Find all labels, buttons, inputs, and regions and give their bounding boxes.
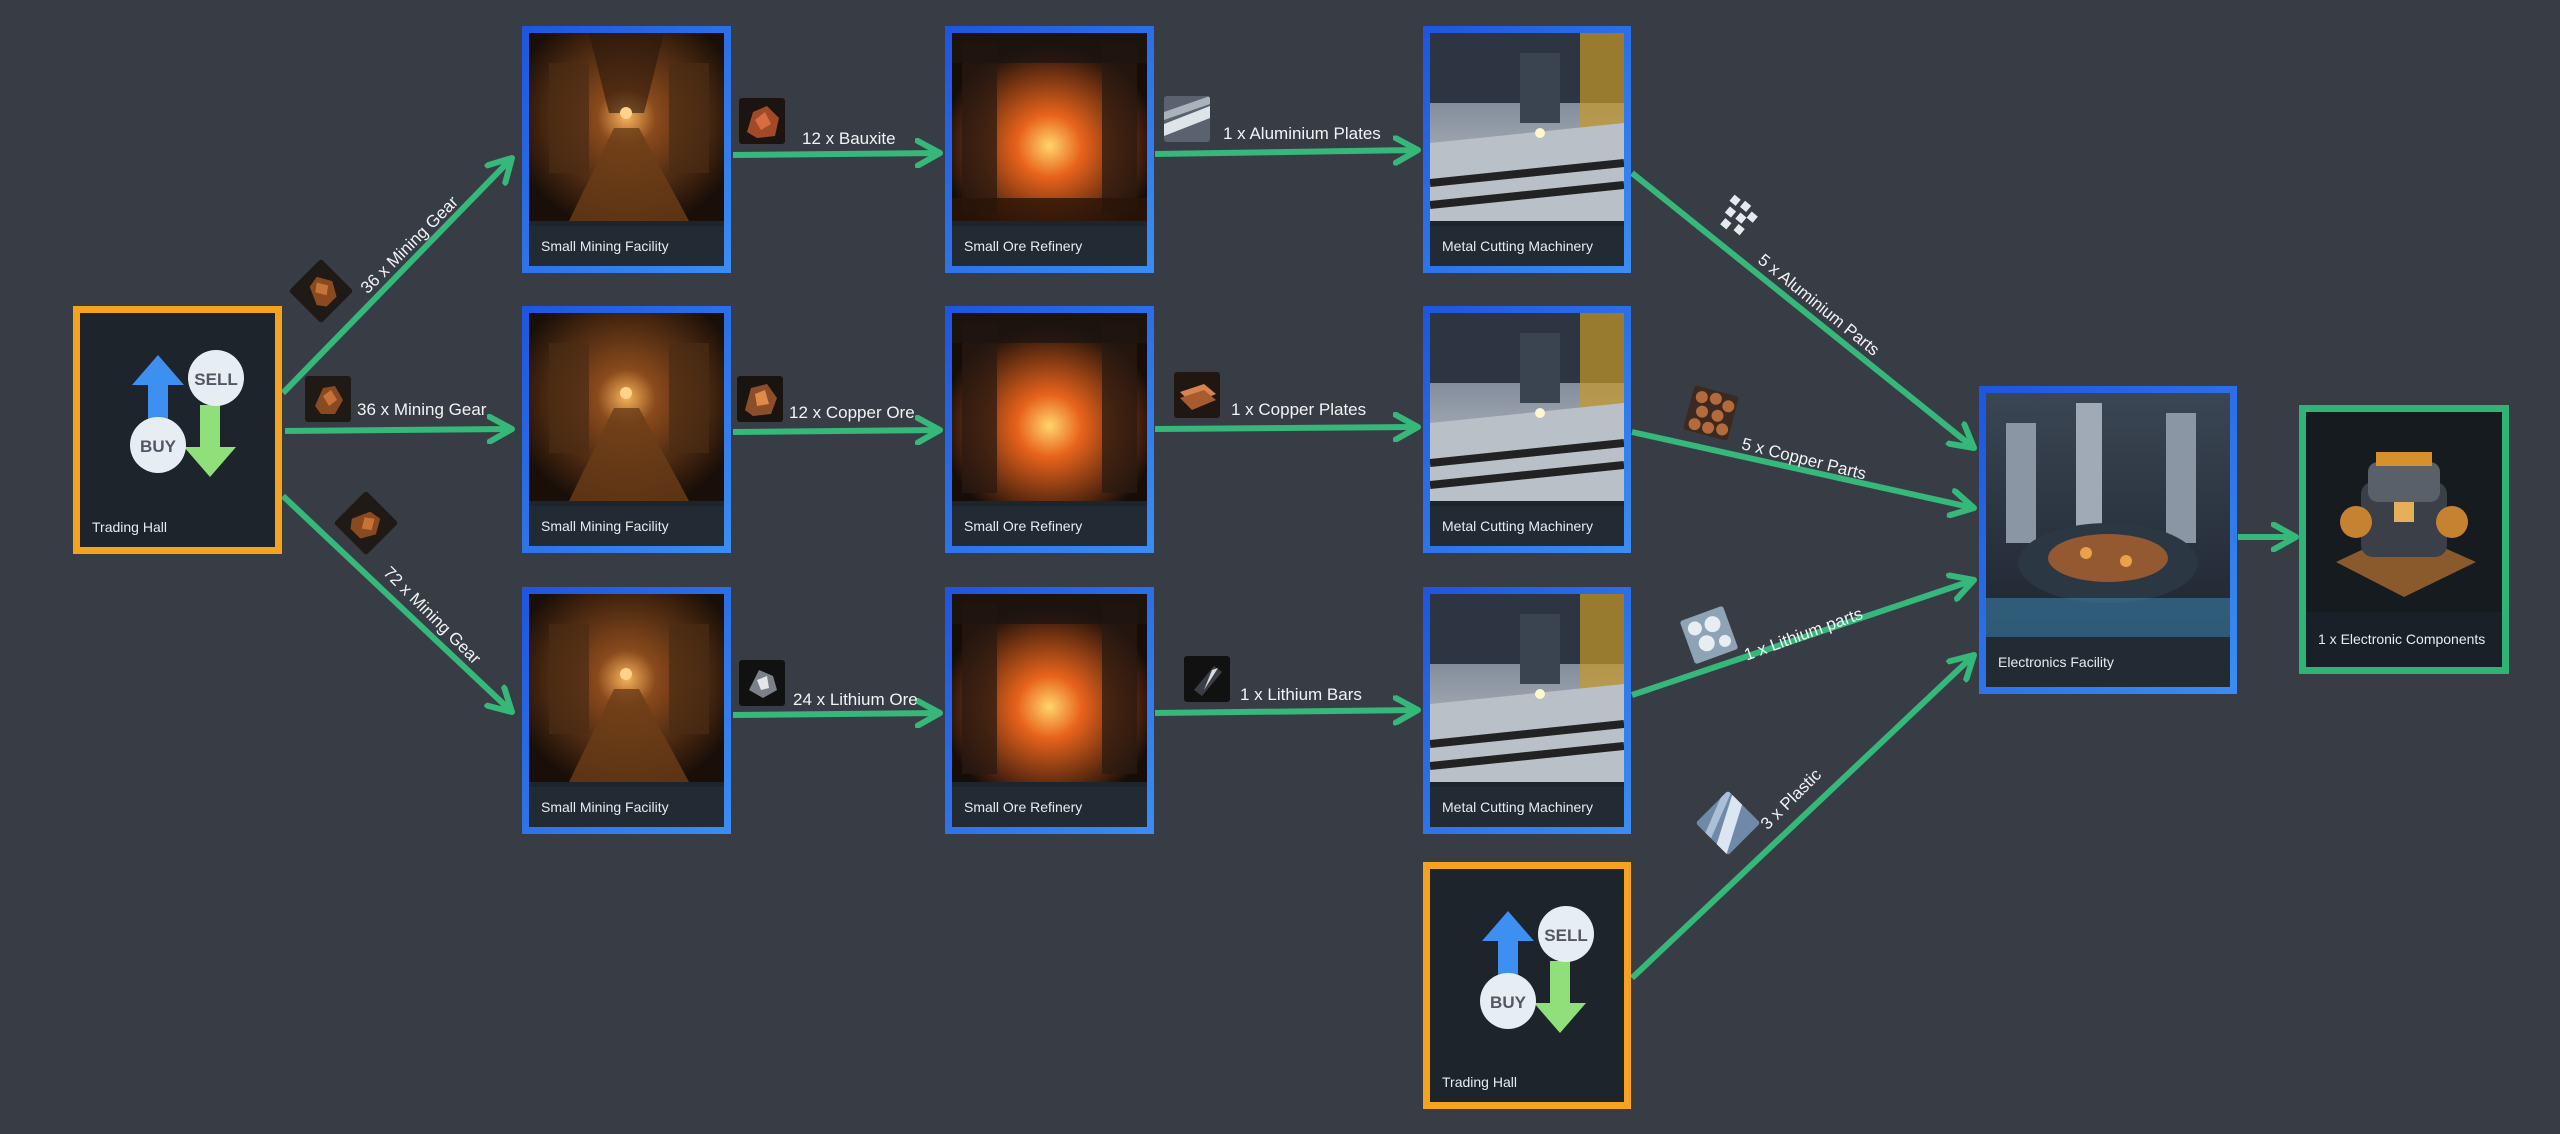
circuit-machine-image (1986, 393, 2230, 637)
arrow-refinery-2-to-cutting-2 (1154, 427, 1418, 429)
node-label: Small Ore Refinery (952, 787, 1147, 827)
node-label: Small Mining Facility (529, 506, 724, 546)
cutting-machine-image (1430, 33, 1624, 221)
sell-text: SELL (1544, 926, 1587, 945)
furnace-image (952, 313, 1147, 501)
node-label: Metal Cutting Machinery (1430, 506, 1624, 546)
arrow-trade-to-mining-1 (280, 158, 512, 396)
node-label: Trading Hall (92, 519, 167, 535)
arrow-refinery-3-to-cutting-3 (1154, 710, 1418, 713)
flow-label-lithium-bars: 1 x Lithium Bars (1240, 685, 1362, 704)
mine-tunnel-image (529, 313, 724, 501)
arrow-mining-1-to-refinery-1 (732, 153, 940, 155)
flow-label-lithium-ore: 24 x Lithium Ore (793, 690, 918, 709)
flow-label-copper-ore: 12 x Copper Ore (789, 403, 915, 422)
copper-parts-icon (1682, 384, 1740, 442)
arrow-trade-to-mining-2 (284, 429, 512, 431)
ore-refinery-node-1[interactable]: Small Ore Refinery (945, 26, 1154, 273)
mining-facility-node-1[interactable]: Small Mining Facility (522, 26, 731, 273)
buy-sell-arrows-icon: SELL BUY (80, 313, 275, 513)
trading-hall-node-2[interactable]: SELL BUY Trading Hall (1423, 862, 1631, 1109)
flow-label-mining-gear-2: 36 x Mining Gear (357, 400, 487, 419)
trading-hall-node-1[interactable]: SELL BUY Trading Hall (73, 306, 282, 554)
ore-refinery-node-3[interactable]: Small Ore Refinery (945, 587, 1154, 834)
metal-cutting-node-3[interactable]: Metal Cutting Machinery (1423, 587, 1631, 834)
mining-facility-node-3[interactable]: Small Mining Facility (522, 587, 731, 834)
arrow-refinery-1-to-cutting-1 (1154, 150, 1418, 154)
node-label: Metal Cutting Machinery (1430, 226, 1624, 266)
buy-sell-arrows-icon: SELL BUY (1430, 869, 1624, 1069)
node-label: Small Mining Facility (529, 787, 724, 827)
cutting-machine-image (1430, 594, 1624, 782)
node-label: Small Mining Facility (529, 226, 724, 266)
electronic-component-image (2306, 412, 2502, 612)
mining-facility-node-2[interactable]: Small Mining Facility (522, 306, 731, 553)
metal-cutting-node-2[interactable]: Metal Cutting Machinery (1423, 306, 1631, 553)
furnace-image (952, 33, 1147, 221)
lithium-parts-icon (1679, 605, 1739, 665)
electronics-facility-node[interactable]: Electronics Facility (1979, 386, 2237, 694)
arrow-cutting-2-to-electronics (1631, 429, 1974, 508)
node-label: Trading Hall (1442, 1074, 1517, 1090)
buy-text: BUY (1490, 993, 1527, 1012)
ore-refinery-node-2[interactable]: Small Ore Refinery (945, 306, 1154, 553)
copper-plates-icon (1174, 372, 1220, 418)
arrow-cutting-1-to-electronics (1630, 170, 1974, 448)
flow-label-bauxite: 12 x Bauxite (802, 129, 896, 148)
arrow-trade-2-to-electronics (1629, 655, 1974, 981)
metal-cutting-node-1[interactable]: Metal Cutting Machinery (1423, 26, 1631, 273)
arrow-mining-2-to-refinery-2 (732, 430, 940, 432)
electronic-components-output-node[interactable]: 1 x Electronic Components (2299, 405, 2509, 674)
flow-label-copper-plates: 1 x Copper Plates (1231, 400, 1367, 419)
bauxite-icon (739, 98, 785, 144)
node-label: 1 x Electronic Components (2306, 612, 2502, 667)
furnace-image (952, 594, 1147, 782)
aluminium-parts-icon (1705, 184, 1771, 250)
node-label: Small Ore Refinery (952, 226, 1147, 266)
lithium-bars-icon (1184, 656, 1230, 702)
lithium-ore-icon (739, 660, 785, 706)
cutting-machine-image (1430, 313, 1624, 501)
mine-tunnel-image (529, 33, 724, 221)
node-label: Small Ore Refinery (952, 506, 1147, 546)
arrow-cutting-3-to-electronics (1631, 580, 1974, 698)
arrow-trade-to-mining-3 (280, 493, 512, 712)
plastic-icon (1695, 790, 1761, 856)
mining-gear-icon (305, 376, 351, 422)
node-label: Metal Cutting Machinery (1430, 787, 1624, 827)
mining-gear-icon (288, 258, 354, 324)
buy-text: BUY (140, 437, 177, 456)
arrow-mining-3-to-refinery-3 (732, 713, 940, 715)
aluminium-plates-icon (1164, 96, 1210, 142)
mining-gear-icon (333, 490, 399, 556)
copper-ore-icon (737, 376, 783, 422)
sell-text: SELL (194, 370, 237, 389)
node-label: Electronics Facility (1986, 637, 2230, 687)
flow-label-aluminium-plates: 1 x Aluminium Plates (1223, 124, 1381, 143)
mine-tunnel-image (529, 594, 724, 782)
